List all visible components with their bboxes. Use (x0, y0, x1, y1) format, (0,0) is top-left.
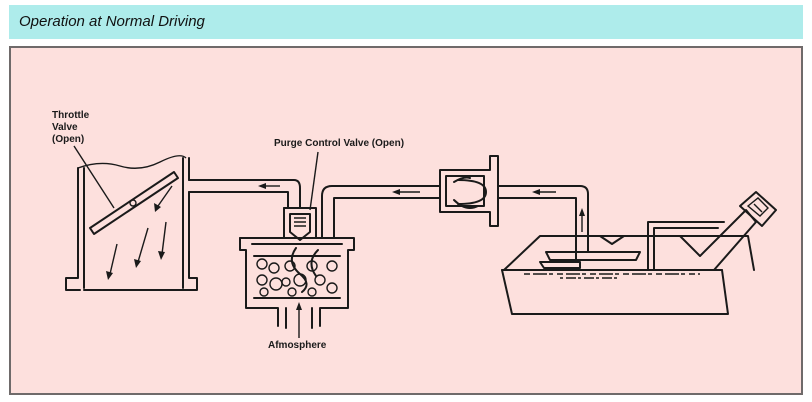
fuel-tank (501, 191, 777, 315)
throttle-valve-label-line3: (Open) (52, 134, 84, 145)
throttle-valve-label-line2: Valve (52, 122, 78, 133)
check-valve (439, 155, 499, 227)
vapor-pipe-from-tank (497, 185, 589, 239)
throttle-valve-label-line1: Throttle (52, 110, 90, 121)
charcoal-canister (239, 237, 355, 338)
purge-control-valve (283, 207, 317, 241)
charcoal-pellets (256, 258, 338, 297)
flow-arrows-throttle (106, 185, 173, 280)
section-title: Operation at Normal Driving (19, 13, 205, 30)
purge-control-valve-label: Purge Control Valve (Open) (274, 138, 404, 149)
throttle-body (65, 155, 198, 291)
throttle-valve-plate (89, 171, 179, 235)
section-header: Operation at Normal Driving (9, 5, 803, 39)
throttle-leader-line (73, 145, 115, 209)
purge-pipe-to-throttle (188, 179, 301, 209)
diagram-frame (9, 46, 803, 395)
atmosphere-label: Afmosphere (268, 340, 327, 351)
vapor-pipe-to-canister (321, 185, 441, 239)
purge-valve-leader-line (309, 151, 319, 211)
